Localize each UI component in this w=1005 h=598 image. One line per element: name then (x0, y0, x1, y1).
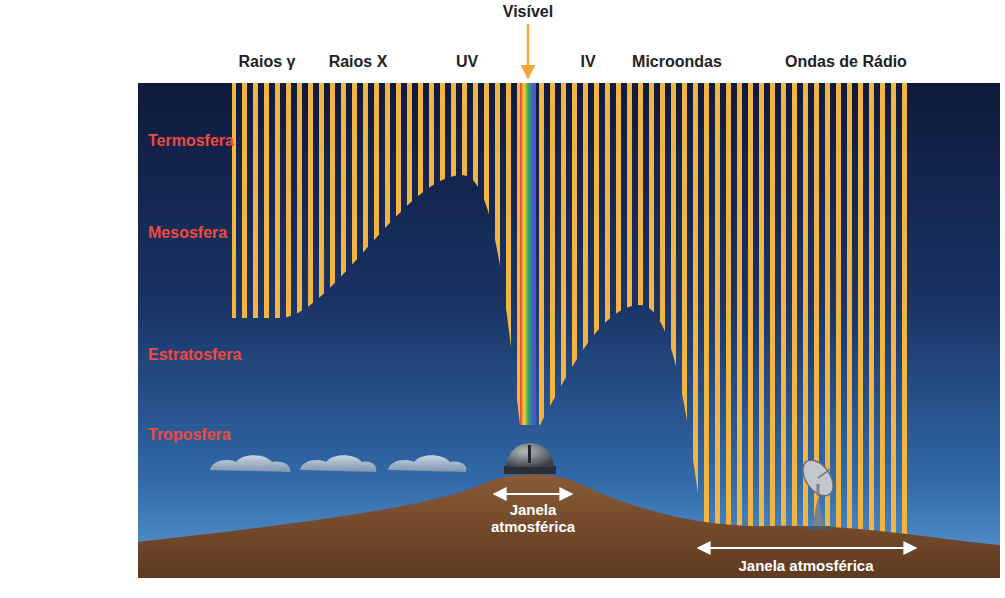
observatory-dome (504, 443, 556, 474)
window-arrow (494, 493, 572, 495)
layer-label: Mesosfera (148, 224, 227, 242)
band-label: UV (456, 53, 478, 71)
window-label: Janela atmosférica (738, 558, 873, 575)
sky-panel (138, 83, 1000, 578)
window-label: Janela atmosférica (473, 502, 593, 535)
layer-label: Estratosfera (148, 346, 241, 364)
radio-telescope (797, 455, 840, 530)
ground (138, 474, 1000, 578)
visible-pointer (527, 24, 530, 78)
band-label: IV (580, 53, 595, 71)
band-label: Ondas de Rádio (785, 53, 907, 71)
band-label: Microondas (632, 53, 722, 71)
layer-label: Termosfera (148, 132, 234, 150)
clouds (210, 455, 466, 472)
band-label: Visível (503, 3, 553, 21)
visible-spectrum (520, 83, 536, 425)
band-label: Raios γ (239, 53, 296, 71)
window-arrow (698, 547, 916, 549)
layer-label: Troposfera (148, 426, 231, 444)
band-label: Raios X (329, 53, 388, 71)
